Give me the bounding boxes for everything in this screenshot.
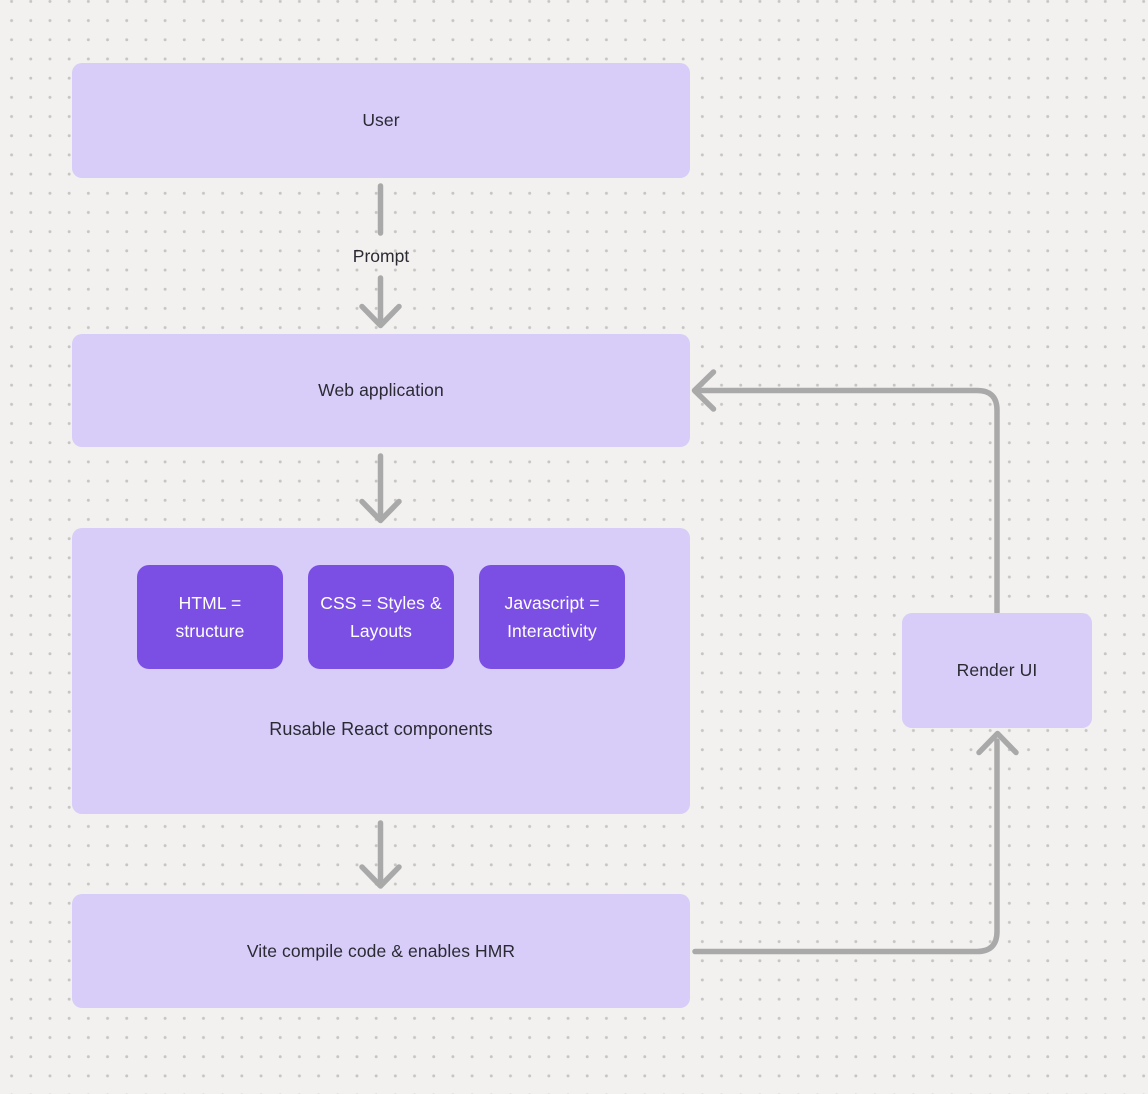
chip-html-label: HTML = structure — [175, 593, 245, 641]
chip-javascript: Javascript = Interactivity — [479, 565, 625, 669]
node-user-label: User — [362, 110, 400, 130]
arrowhead-down-into-components — [359, 498, 402, 524]
node-user: User — [72, 63, 690, 178]
node-render-ui-label: Render UI — [956, 660, 1038, 680]
edge-renderui-to-webapp — [698, 387, 1000, 615]
node-web-application-label: Web application — [318, 380, 444, 400]
arrowhead-left-into-webapp — [691, 369, 717, 412]
node-components-group: HTML = structure CSS = Styles & Layouts … — [72, 528, 690, 814]
node-render-ui: Render UI — [902, 613, 1092, 728]
node-web-application: Web application — [72, 334, 690, 447]
node-vite: Vite compile code & enables HMR — [72, 894, 690, 1008]
node-vite-label: Vite compile code & enables HMR — [246, 940, 516, 961]
chip-css: CSS = Styles & Layouts — [308, 565, 454, 669]
chip-css-label: CSS = Styles & Layouts — [320, 593, 442, 641]
edge-label-prompt: Prompt — [352, 246, 410, 266]
arrowhead-up-into-renderui — [976, 730, 1019, 756]
arrowhead-down-into-vite — [359, 864, 402, 889]
chip-html: HTML = structure — [137, 565, 283, 669]
components-chip-row: HTML = structure CSS = Styles & Layouts … — [137, 565, 625, 669]
components-caption: Rusable React components — [269, 719, 493, 739]
chip-javascript-label: Javascript = Interactivity — [504, 593, 600, 641]
arrowhead-down-into-webapp — [359, 303, 402, 329]
edge-vite-to-renderui — [692, 738, 1000, 955]
